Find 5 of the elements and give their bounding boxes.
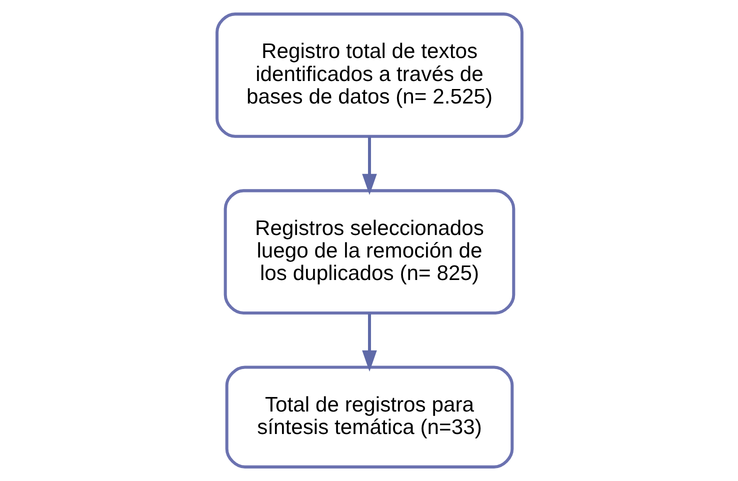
node-box: Registros seleccionados luego de la remoción de los duplicados (n= 825) — [223, 189, 515, 314]
arrow — [362, 136, 376, 196]
node-box: Total de registros para síntesis temática (n=33) — [224, 366, 514, 468]
arrow — [362, 313, 376, 372]
node-box: Registro total de textos identificados a través de bases de datos (n= 2.525) — [215, 12, 523, 138]
